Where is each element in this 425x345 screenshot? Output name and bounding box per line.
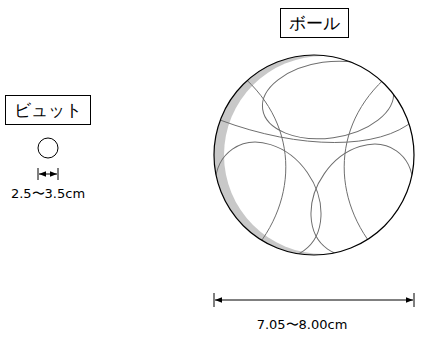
dimension-tick bbox=[58, 168, 59, 180]
dimension-line bbox=[39, 174, 57, 175]
dimension-label: 7.05〜8.00cm bbox=[257, 317, 348, 333]
dimension-text: 2.5〜3.5cm bbox=[11, 186, 85, 201]
label-box: ボール bbox=[280, 8, 349, 38]
box-title: ビュット bbox=[14, 100, 82, 120]
dimension-tick bbox=[214, 293, 215, 307]
jack-circle bbox=[38, 138, 58, 158]
dimension-tick bbox=[38, 168, 39, 180]
label-box: ビュット bbox=[5, 95, 91, 125]
ball-shading bbox=[193, 53, 425, 278]
dimension-label: 2.5〜3.5cm bbox=[11, 186, 85, 202]
dimension-tick bbox=[414, 293, 415, 307]
ball-seams bbox=[193, 53, 425, 278]
dimension-text: 7.05〜8.00cm bbox=[257, 317, 348, 332]
dimension-line bbox=[215, 300, 413, 301]
ball-outline bbox=[214, 55, 414, 255]
box-title: ボール bbox=[289, 13, 340, 33]
